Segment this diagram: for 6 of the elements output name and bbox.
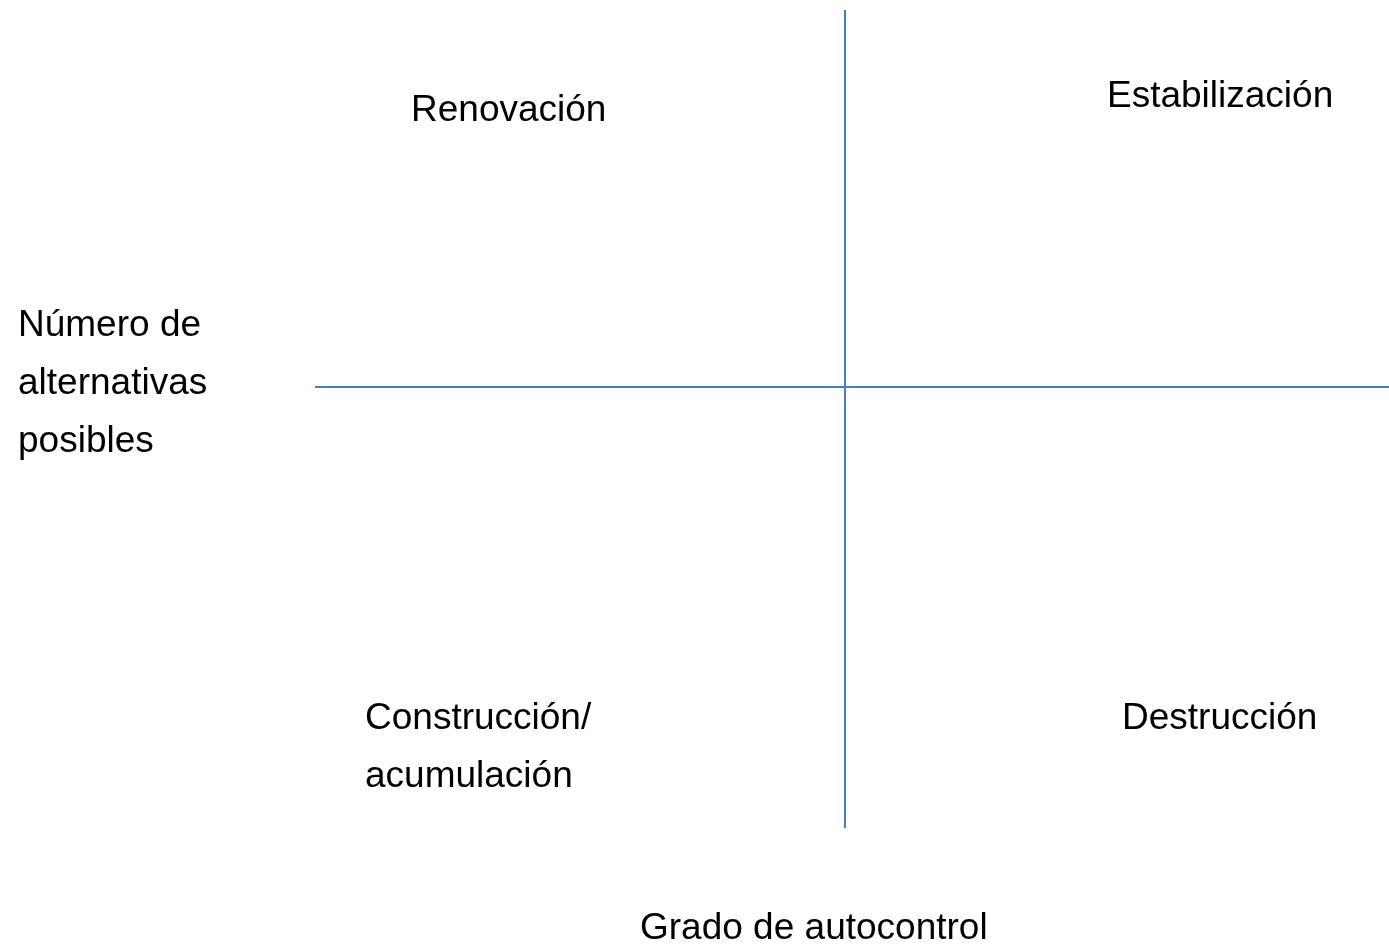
axis-label: Grado de autocontrol: [640, 905, 988, 946]
quadrant-label: Construcción/ acumulación: [365, 695, 593, 797]
quadrant-label: Destrucción: [1122, 695, 1318, 739]
quadrant-label: Estabilización: [1107, 73, 1334, 117]
axis-label: Número de alternativas posibles: [18, 302, 209, 462]
quadrant-label: Renovación: [411, 87, 607, 131]
